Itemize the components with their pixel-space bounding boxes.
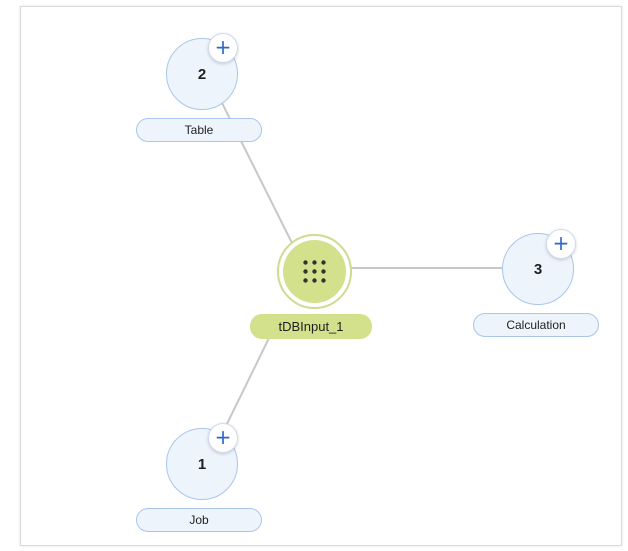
plus-icon: + <box>214 425 232 449</box>
node-job-label[interactable]: Job <box>136 508 262 532</box>
node-calculation-label-text: Calculation <box>506 318 566 332</box>
edge-center-job <box>223 337 270 431</box>
node-job-label-text: Job <box>189 513 209 527</box>
grid-dots-icon <box>303 260 326 283</box>
node-table-label-text: Table <box>184 123 214 137</box>
plus-icon: + <box>552 231 570 255</box>
add-table-button[interactable]: + <box>208 33 238 63</box>
node-job-count: 1 <box>197 455 207 473</box>
add-job-button[interactable]: + <box>208 423 238 453</box>
center-node-label-text: tDBInput_1 <box>278 319 344 334</box>
center-node-label[interactable]: tDBInput_1 <box>250 314 372 339</box>
node-calculation-label[interactable]: Calculation <box>473 313 599 337</box>
add-calculation-button[interactable]: + <box>546 229 576 259</box>
node-table-label[interactable]: Table <box>136 118 262 142</box>
plus-icon: + <box>214 35 232 59</box>
node-calculation-count: 3 <box>533 260 543 278</box>
node-table-count: 2 <box>197 65 207 83</box>
